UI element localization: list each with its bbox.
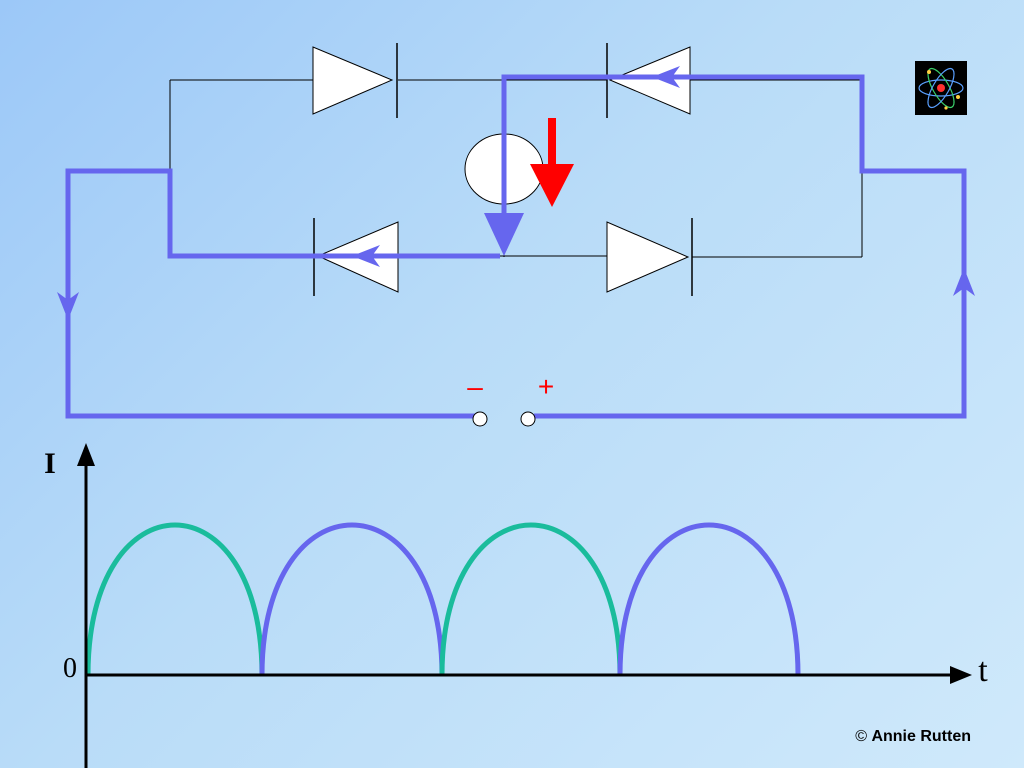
red-arrow-icon <box>530 118 574 207</box>
current-arrows <box>57 66 975 320</box>
arch-1 <box>85 522 265 676</box>
x-axis-arrow-icon <box>950 666 972 684</box>
current-path <box>65 74 967 419</box>
copyright-symbol: © <box>855 728 867 745</box>
arch-2 <box>259 522 445 676</box>
diode-top-left <box>312 43 398 118</box>
terminal-plus <box>520 411 536 427</box>
arch-3 <box>439 522 623 676</box>
minus-label: – <box>467 371 483 402</box>
diode-bottom-right <box>606 218 693 296</box>
arrow-down-left-icon <box>57 292 79 320</box>
copyright: © Annie Rutten <box>855 728 971 746</box>
x-axis-label: t <box>978 652 988 689</box>
arrow-left-top-icon <box>652 66 680 88</box>
arrow-down-load-icon <box>484 213 524 256</box>
atom-icon <box>915 61 967 115</box>
graph: I t 0 <box>44 443 988 768</box>
origin-label: 0 <box>63 653 77 684</box>
arch-4 <box>617 522 801 676</box>
terminal-minus <box>472 411 488 427</box>
y-axis-arrow-icon <box>77 443 95 466</box>
arrow-up-right-icon <box>953 268 975 296</box>
y-axis-label: I <box>44 447 56 480</box>
diode-top-right <box>606 43 691 118</box>
copyright-name: Annie Rutten <box>871 728 971 745</box>
plus-label: + <box>538 371 554 402</box>
arrow-left-bottom-icon <box>352 245 380 267</box>
